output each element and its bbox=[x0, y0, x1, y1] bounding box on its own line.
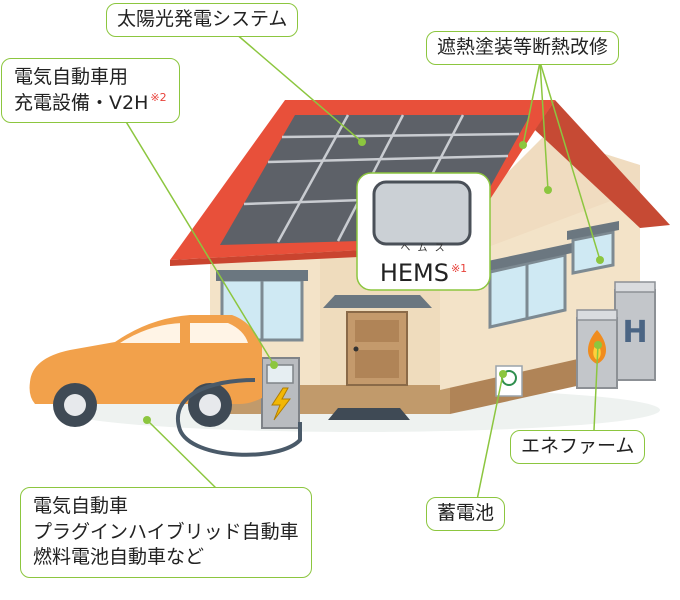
hems-ruby: ヘ ム ス bbox=[400, 243, 447, 254]
hems-panel bbox=[356, 172, 491, 291]
enefarm-text: エネファーム bbox=[521, 435, 635, 457]
hems-label: ヘ ム ス HEMS※1 bbox=[357, 243, 490, 287]
house-roof-edge bbox=[535, 100, 670, 228]
window-left bbox=[216, 270, 308, 342]
insulation-text: 遮熱塗装等断熱改修 bbox=[437, 36, 609, 58]
door-canopy bbox=[323, 295, 432, 308]
ev-charger-line2: 充電設備・V2H bbox=[14, 91, 149, 114]
leader-lines bbox=[124, 32, 601, 501]
enefarm-label: エネファーム bbox=[510, 430, 646, 464]
charging-cable bbox=[176, 378, 302, 457]
hems-note: ※1 bbox=[450, 262, 468, 275]
vehicles-line2: プラグインハイブリッド自動車 bbox=[33, 520, 299, 543]
battery-label: 蓄電池 bbox=[426, 497, 506, 531]
solar-text: 太陽光発電システム bbox=[117, 8, 288, 30]
vehicles-line3: 燃料電池自動車など bbox=[33, 546, 205, 569]
hems-monitor-icon bbox=[372, 180, 472, 246]
fuel-cell-unit-icon: H bbox=[576, 281, 656, 389]
window-side bbox=[483, 243, 572, 329]
ev-charger-label: 電気自動車用 充電設備・V2H※2 bbox=[1, 58, 180, 124]
insulation-label: 遮熱塗装等断熱改修 bbox=[426, 31, 620, 65]
hems-text: HEMS bbox=[379, 259, 449, 287]
vehicles-line1: 電気自動車 bbox=[33, 495, 129, 517]
ev-charger-line1: 電気自動車用 bbox=[14, 66, 129, 88]
hydrogen-icon: H bbox=[622, 315, 647, 350]
marker-dots bbox=[143, 138, 604, 424]
solar-label: 太陽光発電システム bbox=[106, 3, 299, 37]
charger-icon bbox=[261, 357, 300, 429]
door-mat bbox=[328, 408, 410, 420]
lightning-icon bbox=[271, 387, 292, 421]
vehicles-label: 電気自動車 プラグインハイブリッド自動車 燃料電池自動車など bbox=[20, 487, 312, 578]
front-door bbox=[346, 311, 408, 386]
ev-charger-note: ※2 bbox=[150, 91, 167, 105]
battery-text: 蓄電池 bbox=[437, 502, 495, 524]
car-icon bbox=[29, 315, 262, 427]
window-gable bbox=[567, 221, 619, 275]
